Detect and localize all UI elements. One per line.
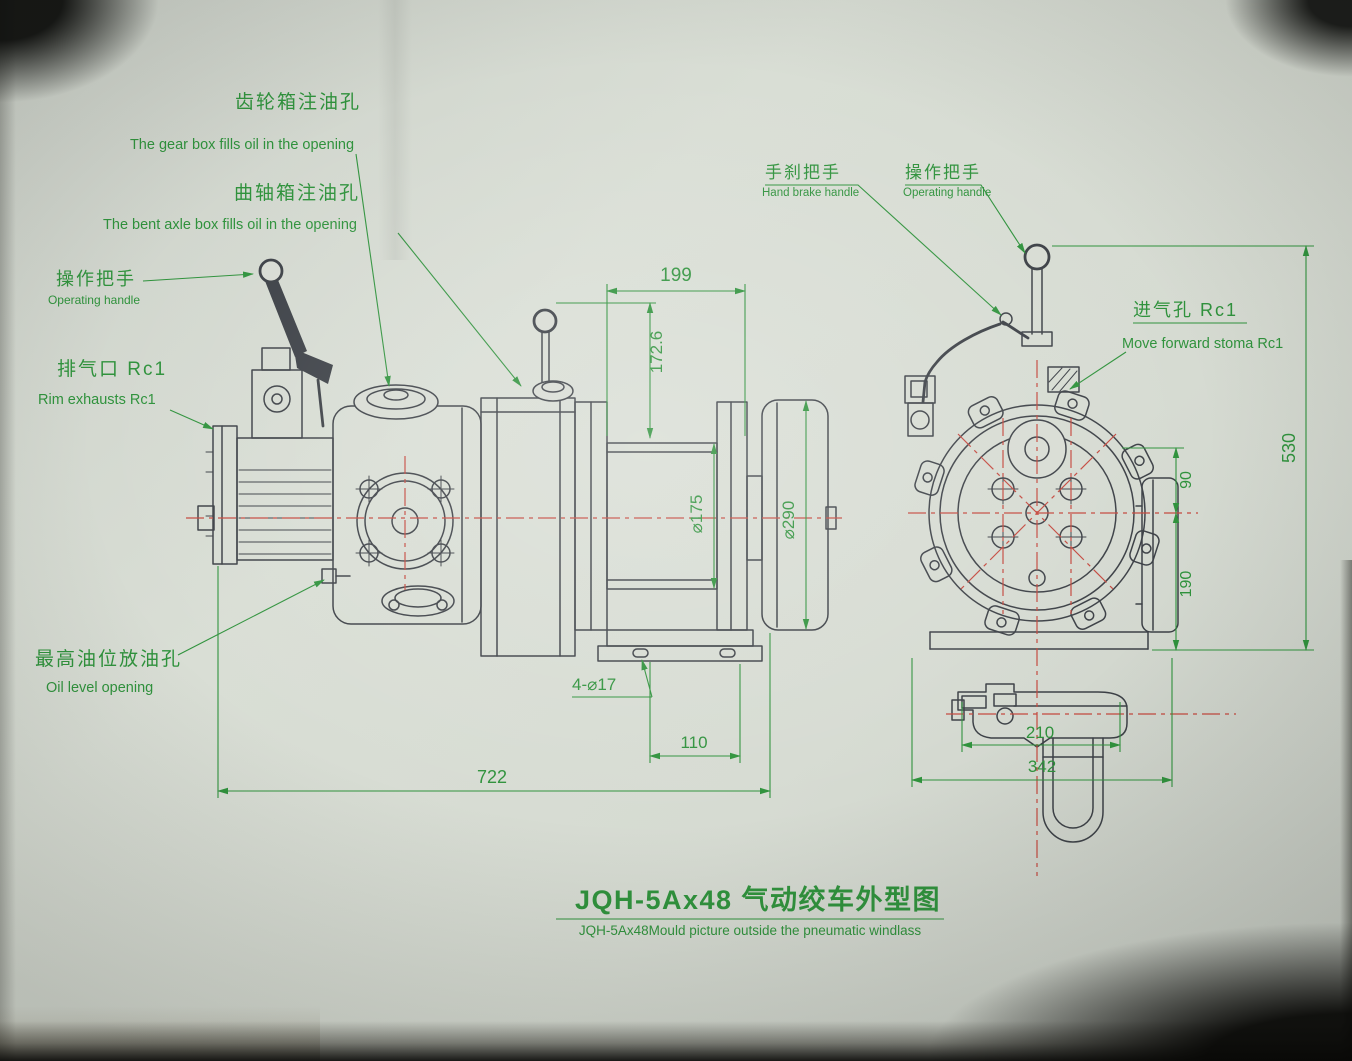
label-gear-box-en: The gear box fills oil in the opening xyxy=(130,137,354,153)
dim-hole-offset: 110 xyxy=(680,733,707,752)
label-bent-axle-cn: 曲轴箱注油孔 xyxy=(234,182,360,204)
annotation-operating-handle-left: 操作把手 Operating handle xyxy=(48,269,254,307)
leader-intake xyxy=(1069,351,1127,390)
annotation-hand-brake: 手刹把手 Hand brake handle xyxy=(762,163,1002,316)
operating-lever xyxy=(258,258,333,428)
leader-bent-axle xyxy=(397,232,522,387)
brake-band-anchor xyxy=(951,683,1128,843)
title-block: JQH-5Ax48 气动绞车外型图 JQH-5Ax48Mould picture… xyxy=(556,884,944,938)
label-rim-exhausts-cn: 排气口 Rc1 xyxy=(57,358,167,380)
label-operating-handle-left-cn: 操作把手 xyxy=(56,269,136,289)
label-hand-brake-en: Hand brake handle xyxy=(762,187,859,199)
drawing-title: JQH-5Ax48 气动绞车外型图 xyxy=(575,884,941,915)
annotations: 齿轮箱注油孔 The gear box fills oil in the ope… xyxy=(35,91,1283,696)
centerline-diagonal-2 xyxy=(957,433,1117,593)
brake-end-disc xyxy=(761,399,837,631)
label-rim-exhausts-en: Rim exhausts Rc1 xyxy=(38,392,156,408)
label-gear-box-cn: 齿轮箱注油孔 xyxy=(235,91,361,113)
air-motor xyxy=(197,347,334,565)
rope-drum xyxy=(574,401,763,631)
label-intake-en: Move forward stoma Rc1 xyxy=(1122,336,1283,352)
label-hand-brake-cn: 手刹把手 xyxy=(765,163,841,182)
annotation-operating-handle-right: 操作把手 Operating handle xyxy=(903,163,1026,254)
label-intake-cn: 进气孔 Rc1 xyxy=(1133,300,1238,320)
dim-height-172-6: 172.6 xyxy=(647,331,666,374)
label-oil-level-cn: 最高油位放油孔 xyxy=(35,648,182,670)
dim-flange-dia: ⌀290 xyxy=(779,501,798,540)
dim-bracket-width: 210 xyxy=(1026,723,1054,742)
leader-oil-level xyxy=(177,579,325,656)
side-flange xyxy=(1135,477,1179,633)
annotation-bent-axle: 曲轴箱注油孔 The bent axle box fills oil in th… xyxy=(103,182,522,387)
leader-operating-handle-right xyxy=(905,184,1026,254)
dim-lower-offset: 190 xyxy=(1178,571,1195,598)
hand-brake-lever xyxy=(904,243,1053,437)
dim-holes: 4-⌀17 xyxy=(572,675,616,694)
label-operating-handle-right-cn: 操作把手 xyxy=(905,163,981,182)
annotation-oil-level: 最高油位放油孔 Oil level opening xyxy=(35,579,325,696)
centerlines xyxy=(186,360,1236,876)
dim-overall-length: 722 xyxy=(477,767,507,787)
end-view-base xyxy=(929,631,1149,650)
leader-hand-brake xyxy=(765,184,1002,316)
annotation-gear-box: 齿轮箱注油孔 The gear box fills oil in the ope… xyxy=(130,91,391,387)
label-operating-handle-left-en: Operating handle xyxy=(48,293,140,307)
label-oil-level-en: Oil level opening xyxy=(46,680,153,696)
side-view xyxy=(197,258,837,662)
dim-drum-length: 199 xyxy=(660,265,692,286)
annotation-rim-exhausts: 排气口 Rc1 Rim exhausts Rc1 xyxy=(38,358,214,430)
leader-gear-box xyxy=(355,153,391,387)
label-operating-handle-right-en: Operating handle xyxy=(903,187,991,199)
label-bent-axle-en: The bent axle box fills oil in the openi… xyxy=(103,217,357,233)
end-view xyxy=(904,243,1179,843)
dim-upper-offset: 90 xyxy=(1178,471,1195,489)
dimension-lines: 199 172.6 ⌀175 ⌀290 4-⌀17 110 722 530 xyxy=(217,245,1314,798)
leader-operating-handle-left xyxy=(142,271,254,282)
gear-box xyxy=(321,384,482,625)
annotation-intake: 进气孔 Rc1 Move forward stoma Rc1 xyxy=(1069,300,1283,390)
drawing-subtitle: JQH-5Ax48Mould picture outside the pneum… xyxy=(579,923,921,938)
mounting-base xyxy=(597,629,763,662)
dim-overall-height: 530 xyxy=(1279,433,1299,463)
leader-rim-exhausts xyxy=(169,409,214,430)
dim-drum-dia: ⌀175 xyxy=(687,495,706,534)
bearing-frame xyxy=(480,308,576,657)
dim-base-width: 342 xyxy=(1028,757,1056,776)
intake-boss xyxy=(1047,366,1080,393)
